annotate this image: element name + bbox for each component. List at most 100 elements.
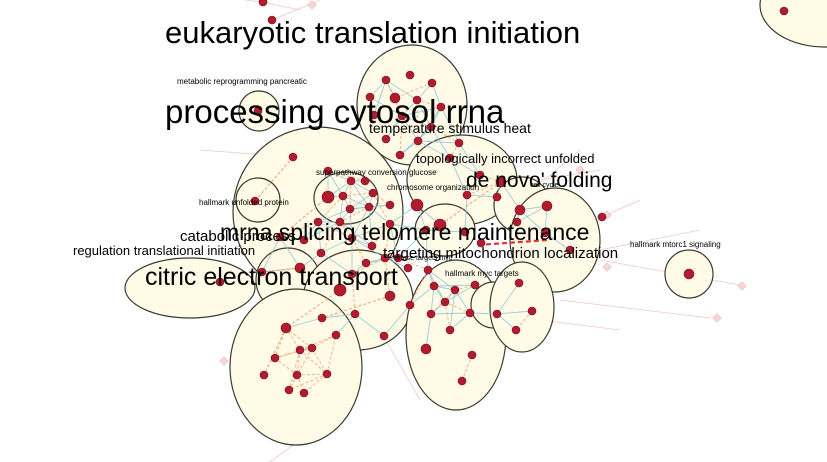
label-dnase-targets-myc: dnase targets myc	[395, 255, 453, 262]
gene-set-node-26[interactable]	[364, 202, 374, 212]
gene-set-node-64[interactable]	[465, 308, 475, 318]
gene-set-node-86[interactable]	[421, 225, 431, 235]
gene-set-node-53[interactable]	[380, 253, 390, 263]
gene-set-node-11[interactable]	[426, 122, 436, 132]
gene-set-node-41[interactable]	[541, 200, 553, 212]
gene-set-node-22[interactable]	[338, 191, 348, 201]
edge-164	[397, 229, 427, 259]
gene-set-node-10[interactable]	[397, 111, 407, 121]
gene-set-node-44[interactable]	[565, 245, 575, 255]
gene-set-node-50[interactable]	[294, 262, 306, 274]
gene-set-node-7[interactable]	[412, 95, 422, 105]
gene-set-node-63[interactable]	[470, 280, 480, 290]
gene-set-node-6[interactable]	[389, 92, 401, 104]
gene-set-node-73[interactable]	[426, 309, 436, 319]
gene-set-node-71[interactable]	[467, 350, 477, 360]
gene-set-node-15[interactable]	[395, 150, 405, 160]
gene-set-node-67[interactable]	[527, 306, 537, 316]
gene-set-node-32[interactable]	[385, 219, 395, 229]
gene-set-node-76[interactable]	[295, 345, 305, 355]
gene-set-node-45[interactable]	[597, 212, 607, 222]
gene-set-node-56[interactable]	[429, 281, 439, 291]
gene-set-node-48[interactable]	[215, 277, 225, 287]
gene-set-node-31[interactable]	[347, 233, 357, 243]
gene-set-node-14[interactable]	[454, 138, 464, 148]
gene-set-node-16[interactable]	[365, 92, 375, 102]
gene-set-node-35[interactable]	[410, 198, 424, 212]
gene-set-node-21[interactable]	[360, 176, 370, 186]
gene-set-node-79[interactable]	[292, 370, 302, 380]
gene-set-node-1[interactable]	[267, 15, 277, 25]
gene-set-node-4[interactable]	[427, 78, 437, 88]
gene-set-node-90[interactable]	[393, 253, 403, 263]
gene-set-node-68[interactable]	[511, 325, 521, 335]
gene-set-node-5[interactable]	[381, 75, 391, 85]
gene-set-node-8[interactable]	[436, 102, 446, 112]
gene-set-node-91[interactable]	[316, 248, 326, 258]
gene-set-node-37[interactable]	[462, 190, 472, 200]
gene-set-node-81[interactable]	[284, 385, 294, 395]
gene-set-node-43[interactable]	[540, 228, 550, 238]
gene-set-node-38[interactable]	[495, 176, 507, 188]
gene-set-node-60[interactable]	[405, 300, 415, 310]
gene-set-node-24[interactable]	[321, 190, 335, 204]
gene-set-node-84[interactable]	[331, 330, 341, 340]
gene-set-node-29[interactable]	[335, 217, 345, 227]
gene-set-node-66[interactable]	[514, 278, 524, 288]
gene-set-node-72[interactable]	[457, 376, 467, 386]
gene-set-node-88[interactable]	[476, 238, 486, 248]
gene-set-node-20[interactable]	[346, 176, 356, 186]
gene-set-node-80[interactable]	[322, 369, 332, 379]
gene-set-node-36[interactable]	[433, 218, 447, 232]
gene-set-node-65[interactable]	[492, 309, 502, 319]
gene-set-node-39[interactable]	[492, 192, 502, 202]
gene-set-node-83[interactable]	[270, 353, 280, 363]
gene-set-node-19[interactable]	[323, 166, 333, 176]
gene-set-node-92[interactable]	[275, 232, 285, 242]
gene-set-node-58[interactable]	[350, 309, 360, 319]
gene-set-node-0[interactable]	[258, 0, 268, 7]
gene-set-node-87[interactable]	[460, 227, 470, 237]
gene-set-node-74[interactable]	[280, 322, 292, 334]
edge-63	[317, 221, 322, 254]
gene-set-node-34[interactable]	[250, 196, 260, 206]
gene-set-node-33[interactable]	[367, 241, 377, 251]
gene-set-node-2[interactable]	[779, 6, 789, 16]
gene-set-node-59[interactable]	[379, 331, 389, 341]
gene-set-node-70[interactable]	[420, 343, 432, 355]
gene-set-node-9[interactable]	[369, 110, 379, 120]
gene-set-node-49[interactable]	[257, 267, 267, 277]
gene-set-node-52[interactable]	[347, 269, 357, 279]
gene-set-node-51[interactable]	[333, 283, 347, 297]
gene-set-node-27[interactable]	[385, 200, 395, 210]
gene-set-node-85[interactable]	[683, 268, 695, 280]
gene-set-node-69[interactable]	[445, 325, 455, 335]
gene-set-node-75[interactable]	[317, 313, 327, 323]
gene-set-node-23[interactable]	[368, 188, 378, 198]
gene-set-node-61[interactable]	[440, 297, 450, 307]
gene-set-node-55[interactable]	[423, 265, 433, 275]
gene-set-node-13[interactable]	[413, 136, 423, 146]
gene-set-node-28[interactable]	[313, 217, 323, 227]
gene-set-node-57[interactable]	[384, 290, 396, 302]
gene-set-node-62[interactable]	[450, 285, 460, 295]
gene-set-node-46[interactable]	[445, 153, 455, 163]
gene-set-node-40[interactable]	[514, 204, 526, 216]
gene-set-node-54[interactable]	[403, 263, 413, 273]
gene-set-node-77[interactable]	[307, 343, 317, 353]
gene-set-node-17[interactable]	[253, 106, 263, 116]
edge-140	[425, 313, 432, 350]
gene-set-node-47[interactable]	[475, 170, 485, 180]
edge-114	[397, 257, 429, 271]
gene-set-node-18[interactable]	[288, 152, 298, 162]
gene-set-node-25[interactable]	[345, 204, 355, 214]
gene-set-node-3[interactable]	[405, 70, 415, 80]
gene-set-node-30[interactable]	[299, 235, 309, 245]
edge-44	[317, 195, 344, 223]
gene-set-node-42[interactable]	[512, 217, 522, 227]
gene-set-node-78[interactable]	[259, 370, 269, 380]
gene-set-node-89[interactable]	[361, 258, 371, 268]
edge-10	[416, 99, 432, 128]
gene-set-node-12[interactable]	[381, 134, 391, 144]
gene-set-node-82[interactable]	[299, 388, 309, 398]
